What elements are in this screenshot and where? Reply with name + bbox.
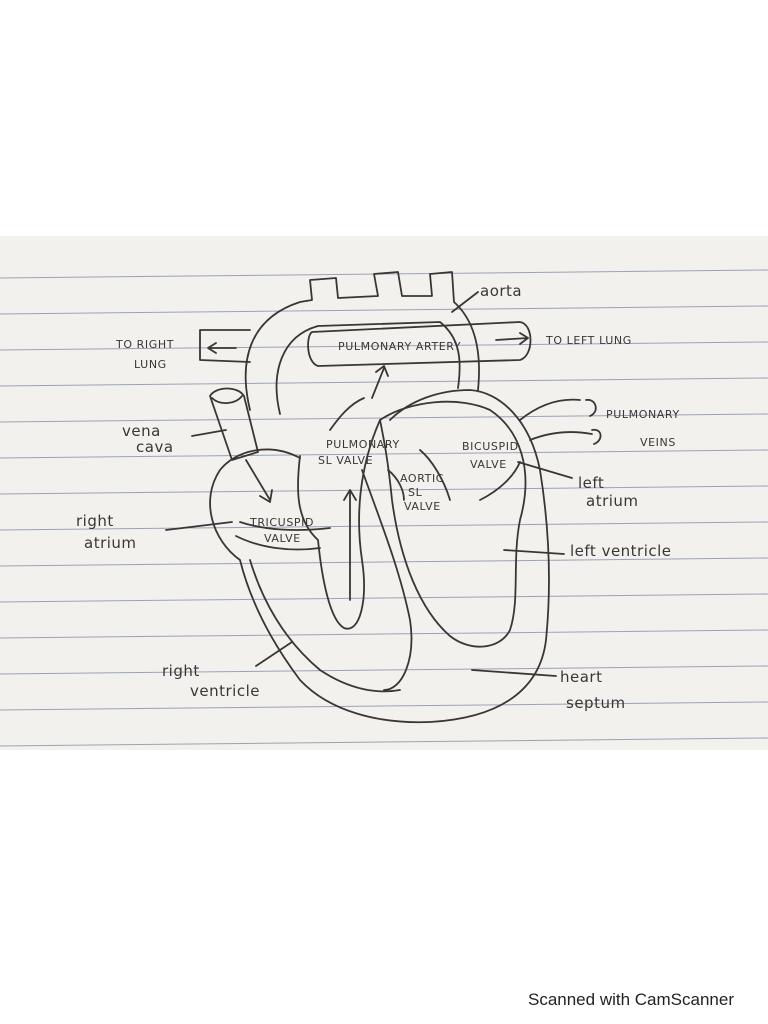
right-pulmonary-branch	[199, 329, 251, 363]
right-ventricle-inner	[249, 559, 401, 693]
pulmonary-sl-flap	[329, 397, 365, 431]
label-pulmonary-veins-1: PULMONARY	[606, 408, 680, 421]
label-left-ventricle: left ventricle	[570, 542, 672, 560]
label-pulmonary-sl-valve-2: SL VALVE	[318, 454, 373, 467]
pulmonary-veins	[519, 398, 602, 445]
label-left-atrium-1: left	[578, 474, 604, 492]
label-tricuspid-valve-1: TRICUSPID	[249, 516, 314, 529]
scanner-watermark: Scanned with CamScanner	[527, 990, 734, 1009]
arrow-pulmonary-up	[371, 365, 389, 399]
label-bicuspid-valve-1: BICUSPID	[462, 440, 519, 453]
label-to-right-lung-1: TO RIGHT	[115, 338, 174, 351]
arrow-vena-into-atrium	[245, 459, 273, 503]
leader-lines	[165, 291, 573, 677]
vena-cava	[209, 387, 259, 461]
right-chamber-wall	[297, 419, 381, 630]
label-bicuspid-valve-2: VALVE	[470, 458, 507, 471]
label-tricuspid-valve-2: VALVE	[264, 532, 301, 545]
label-aortic-sl-valve-3: VALVE	[404, 500, 441, 513]
aortic-sl-flap	[387, 469, 405, 501]
label-aortic-sl-valve-1: AORTIC	[400, 472, 444, 485]
label-to-right-lung-2: LUNG	[134, 358, 167, 371]
aorta-inner	[275, 321, 461, 415]
label-pulmonary-veins-2: VEINS	[640, 436, 676, 449]
bicuspid-valve-flap	[479, 461, 521, 501]
label-pulmonary-artery: PULMONARY ARTERY	[338, 340, 461, 353]
label-right-ventricle-1: right	[162, 662, 200, 680]
label-left-atrium-2: atrium	[586, 492, 639, 510]
left-chamber-wall	[379, 400, 527, 648]
label-heart-septum-1: heart	[560, 668, 602, 686]
arrow-to-left-lung	[495, 332, 529, 345]
tricuspid-valve-flap	[235, 535, 321, 551]
label-aorta: aorta	[480, 282, 522, 300]
label-right-atrium-1: right	[76, 512, 114, 530]
label-right-ventricle-2: ventricle	[190, 682, 260, 700]
heart-outline	[209, 389, 550, 724]
arrow-to-right-lung	[207, 342, 237, 354]
label-vena-cava-2: cava	[136, 438, 174, 456]
label-heart-septum-2: septum	[566, 694, 626, 712]
pulmonary-artery-tube	[307, 321, 532, 367]
label-to-left-lung: TO LEFT LUNG	[545, 334, 632, 347]
label-right-atrium-2: atrium	[84, 534, 137, 552]
arrow-ventricle-up	[343, 489, 357, 601]
aorta-arch	[244, 271, 480, 411]
ruled-lines	[0, 269, 768, 747]
septum-wall	[361, 469, 413, 691]
label-vena-cava-1: vena	[122, 422, 161, 440]
label-aortic-sl-valve-2: SL	[408, 486, 423, 499]
label-pulmonary-sl-valve-1: PULMONARY	[326, 438, 400, 451]
